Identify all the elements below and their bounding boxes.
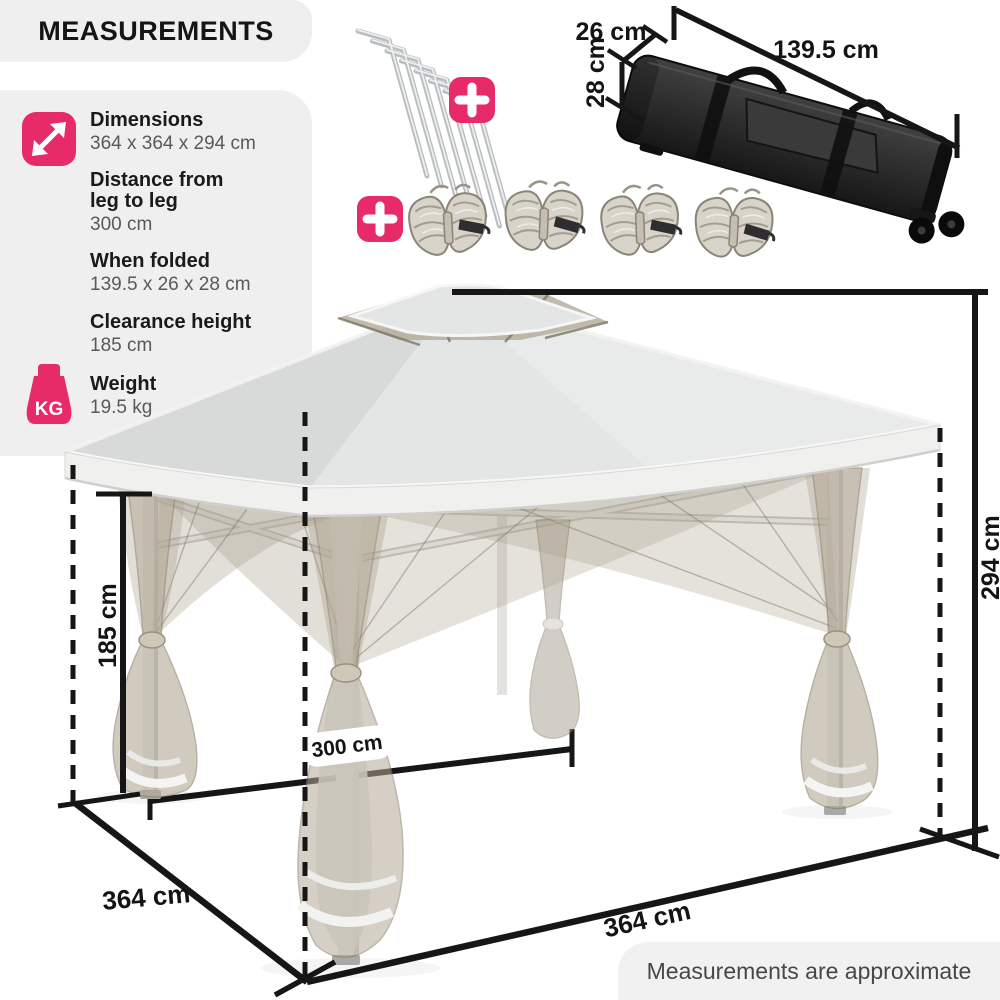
spec-weight: Weight 19.5 kg: [90, 374, 156, 419]
spec-label: Clearance height: [90, 311, 252, 333]
spec-label: Distance from leg to leg: [90, 169, 224, 212]
clearance-height-label: 185 cm: [94, 583, 122, 668]
spec-value: 185 cm: [90, 335, 153, 356]
dimensions-arrows-icon: [22, 112, 76, 166]
footer-note-box: Measurements are approximate: [618, 942, 1000, 1000]
guy-ropes-illustration: [405, 178, 778, 261]
footer-note-text: Measurements are approximate: [646, 957, 972, 984]
plus-icon: [357, 196, 403, 242]
plus-icon: [449, 77, 495, 123]
bag-depth-label: 26 cm: [576, 18, 647, 46]
tied-curtain-back: [529, 519, 580, 739]
kg-icon-text: KG: [35, 399, 64, 420]
tied-curtain-right: [800, 467, 879, 810]
spec-label: Dimensions: [90, 109, 204, 131]
gazebo-dimension-lines: [57, 289, 1000, 998]
total-height-label: 294 cm: [977, 515, 1000, 600]
spec-value: 364 x 364 x 294 cm: [90, 133, 256, 154]
spec-label: When folded: [90, 250, 210, 272]
leg-distance-label-pill: 300 cm: [301, 725, 393, 767]
bag-length-label: 139.5 cm: [773, 36, 879, 64]
spec-label: Weight: [90, 373, 157, 395]
spec-value: 300 cm: [90, 214, 153, 235]
measurements-title-box: MEASUREMENTS: [0, 0, 312, 62]
spec-value: 19.5 kg: [90, 397, 153, 418]
spec-value: 139.5 x 26 x 28 cm: [90, 274, 251, 295]
spec-dimensions: Dimensions 364 x 364 x 294 cm: [90, 110, 256, 155]
tent-pegs-illustration: [355, 28, 517, 239]
kg-weight-icon: KG: [24, 362, 74, 426]
bag-dimension-lines: [604, 6, 961, 158]
bag-height-label: 28 cm: [582, 37, 610, 108]
spec-folded: When folded 139.5 x 26 x 28 cm: [90, 251, 251, 296]
gazebo-vent-cap: [337, 283, 609, 347]
gazebo-illustration: [64, 283, 941, 978]
tied-curtain-left: [112, 489, 198, 798]
page-title: MEASUREMENTS: [38, 15, 274, 46]
spec-leg-distance: Distance from leg to leg 300 cm: [90, 170, 240, 236]
base-left-label: 364 cm: [101, 878, 191, 916]
spec-clearance: Clearance height 185 cm: [90, 312, 251, 357]
